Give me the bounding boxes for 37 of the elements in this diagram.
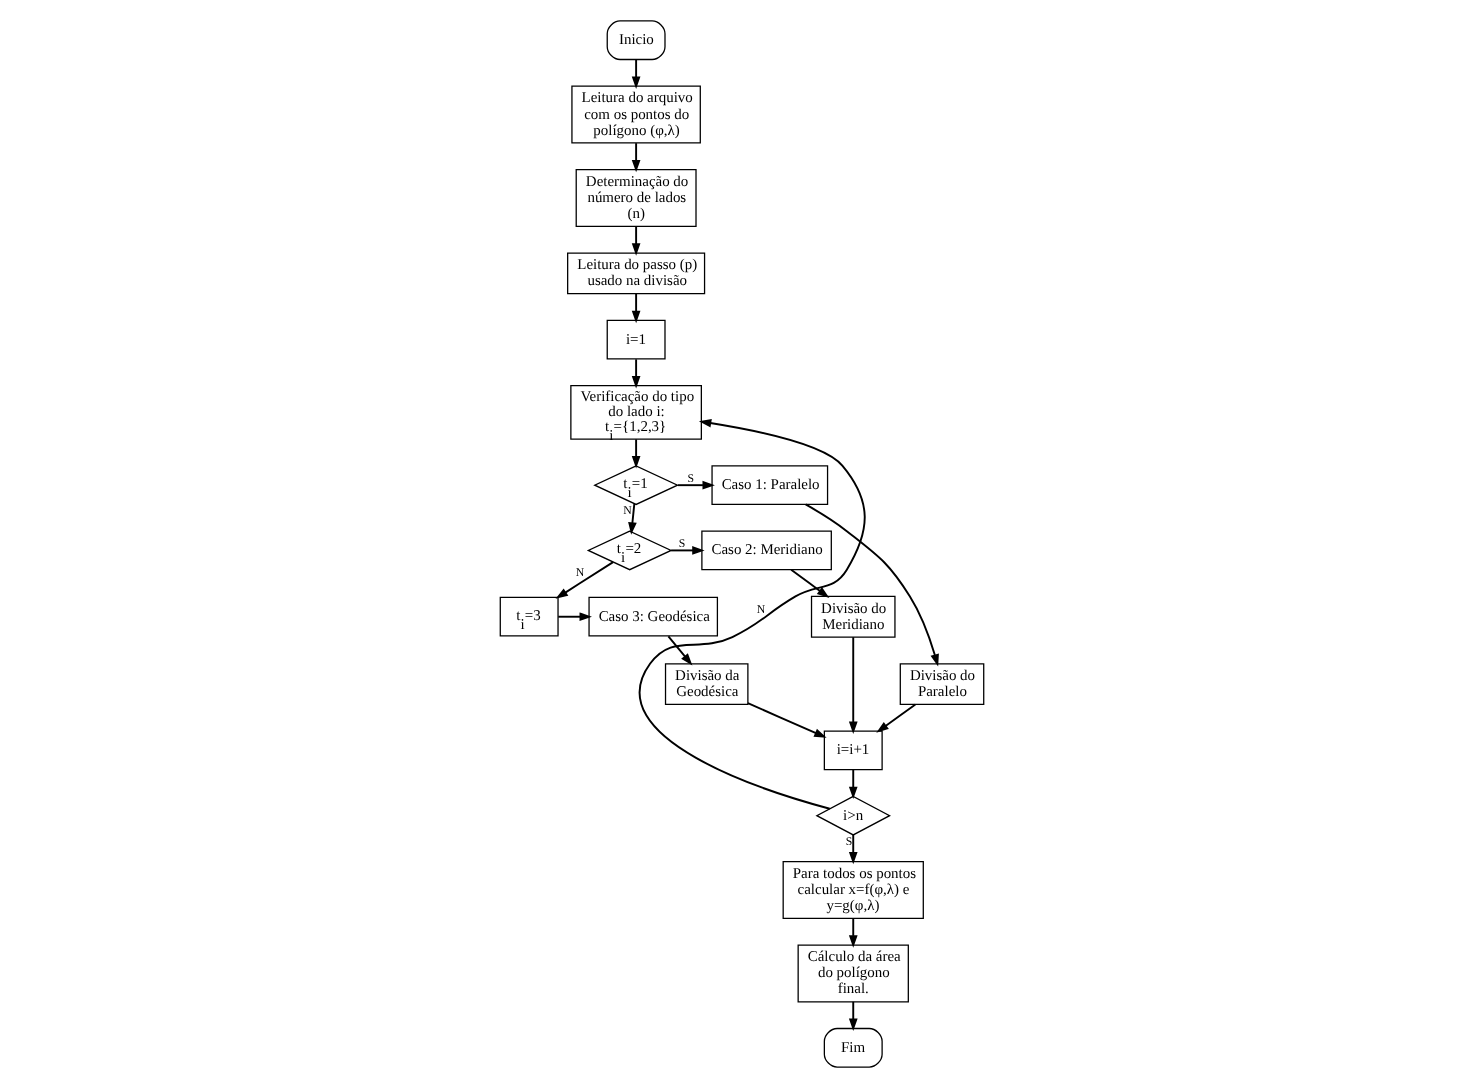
node-diamond: i>n: [815, 795, 891, 836]
node-box: Caso 3: Geodésica: [588, 596, 719, 637]
arrow: [555, 561, 615, 599]
node-box: Cálculo da área do polígono final.: [797, 944, 909, 1003]
arrow: [790, 568, 830, 598]
arrow: [628, 502, 637, 535]
arrow: [746, 702, 827, 738]
arrow: [848, 917, 858, 948]
arrow: [670, 546, 705, 555]
node-box: Para todos os pontos calcular x=f(φ,λ) e y=g(φ,λ): [782, 861, 924, 919]
node-box: Divisão da Geodésica: [664, 663, 749, 706]
node-box: Inicio: [606, 20, 666, 61]
arrow: [676, 480, 715, 490]
arrow: [631, 292, 641, 324]
arrow: [557, 612, 592, 622]
node-box: Caso 1: Paralelo: [711, 465, 829, 506]
node-box: Leitura do passo (p) usado na divisão: [567, 252, 706, 295]
arrow: [631, 438, 641, 469]
arrow: [631, 225, 641, 256]
node-box: Divisão do Meridiano: [810, 595, 896, 638]
arrow: [667, 635, 693, 666]
node-box: Determinação do número de lados (n): [575, 169, 697, 227]
arrow: [876, 703, 917, 733]
arrow: [639, 418, 866, 810]
node-box: i=i+1: [823, 730, 883, 771]
arrow: [848, 768, 858, 800]
arrow: [631, 142, 641, 173]
node-box: Divisão do Paralelo: [899, 663, 985, 706]
node-box: i=1: [606, 319, 666, 360]
arrow: [631, 58, 641, 89]
node-box: Fim: [823, 1027, 883, 1068]
node-box: Caso 2: Meridiano: [701, 530, 832, 571]
node-box: Leitura do arquivo com os pontos do polígono (φ,λ): [571, 85, 701, 144]
arrow: [848, 1000, 858, 1032]
arrow: [631, 358, 641, 389]
arrow: [848, 636, 858, 735]
arrow: [848, 834, 858, 865]
